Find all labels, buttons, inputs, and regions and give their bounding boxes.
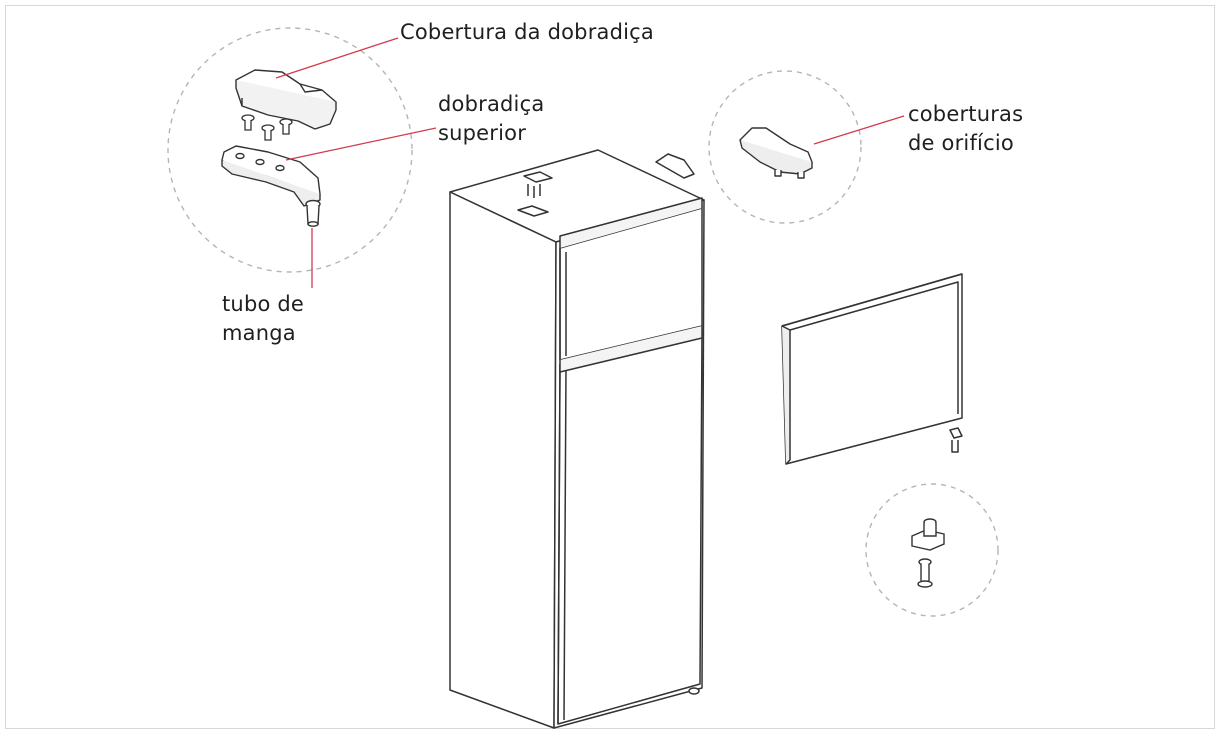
- leader-hole-covers: [813, 115, 905, 145]
- hole-cover-detail-group: [708, 70, 862, 224]
- leader-lines: [275, 37, 905, 288]
- label-upper-hinge-line-2: superior: [438, 121, 527, 145]
- upper-hinge-part: [221, 145, 321, 207]
- label-hole-covers-line-1: coberturas: [908, 102, 1024, 126]
- refrigerator-body: [449, 149, 705, 729]
- label-sleeve-tube-line-1: tubo de: [222, 292, 305, 316]
- leader-hinge-cover: [275, 37, 399, 79]
- leader-upper-hinge: [285, 127, 437, 161]
- hole-cover-part: [739, 127, 813, 179]
- sleeve-tube-part: [305, 199, 321, 227]
- bottom-hinge-screw-part: [917, 558, 933, 588]
- hole-cover-detail-circle: [708, 70, 862, 224]
- hinge-screws: [241, 114, 293, 141]
- hinge-detail-group: [167, 27, 413, 273]
- bottom-hinge-detail-circle: [865, 483, 999, 617]
- label-upper-hinge: dobradiça superior: [438, 90, 544, 148]
- label-upper-hinge-line-1: dobradiça: [438, 92, 545, 116]
- label-sleeve-tube-line-2: manga: [222, 321, 296, 345]
- label-hole-covers-line-2: de orifício: [908, 131, 1014, 155]
- bottom-hinge-pin-part: [911, 518, 945, 551]
- label-hinge-cover: Cobertura da dobradiça: [400, 18, 654, 47]
- bottom-hinge-detail-group: [865, 483, 999, 617]
- hinge-cover-part: [235, 69, 337, 130]
- fridge-door: [557, 329, 703, 725]
- removed-door: [781, 273, 963, 465]
- label-sleeve-tube: tubo de manga: [222, 290, 304, 348]
- label-hinge-cover-text: Cobertura da dobradiça: [400, 20, 654, 44]
- hinge-detail-circle: [167, 27, 413, 273]
- refrigerator-side: [449, 191, 557, 729]
- label-hole-covers: coberturas de orifício: [908, 100, 1023, 158]
